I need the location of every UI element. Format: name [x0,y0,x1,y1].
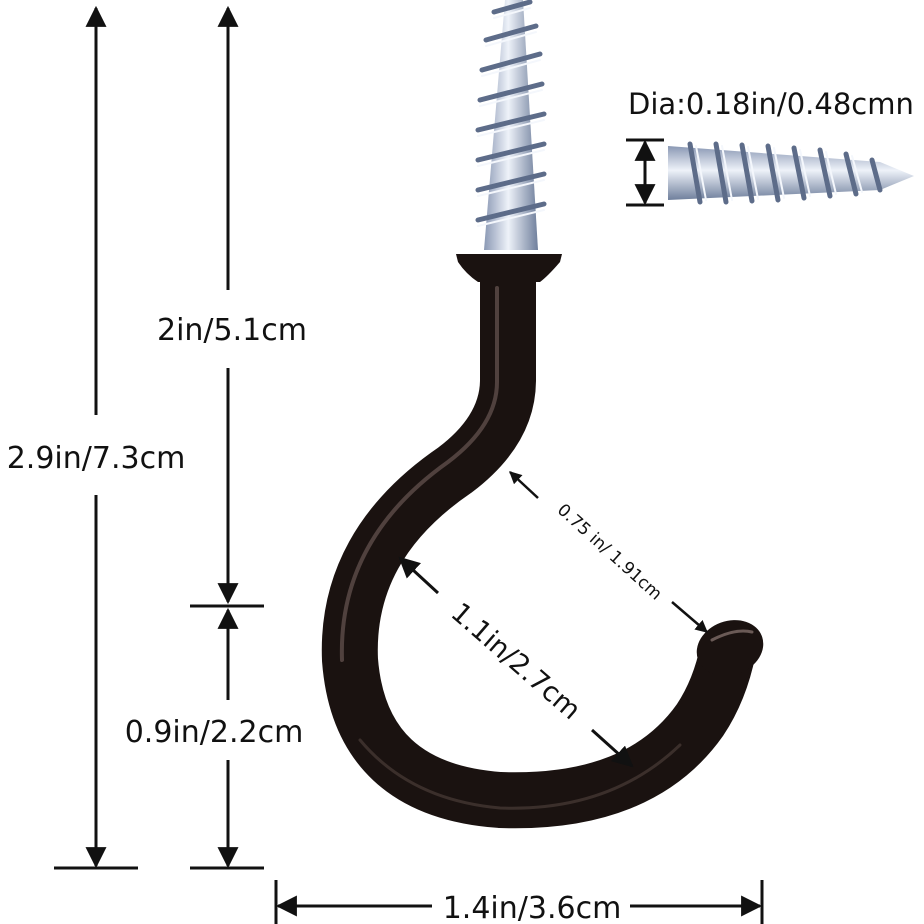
opening-dimension: 0.75 in/ 1.91cm [509,471,708,633]
shank-length-dimension: 2in/5.1cm [157,5,307,608]
screw-thread-icon [475,0,547,250]
thread-diameter-detail: Dia:0.18in/0.48cmn [626,87,914,207]
horizontal-screw-icon [668,141,914,205]
opening-label: 0.75 in/ 1.91cm [553,500,666,604]
total-height-dimension: 2.9in/7.3cm [7,5,186,870]
shank-length-label: 2in/5.1cm [157,313,307,348]
cup-hook-icon [321,254,764,829]
hook-depth-label: 0.9in/2.2cm [125,715,304,750]
total-height-label: 2.9in/7.3cm [7,441,186,476]
inner-diameter-dimension: 1.1in/2.7cm [398,556,634,768]
thread-diameter-label: Dia:0.18in/0.48cmn [628,87,914,121]
inner-diameter-label: 1.1in/2.7cm [445,597,587,726]
total-width-dimension: 1.4in/3.6cm [274,880,764,924]
total-width-label: 1.4in/3.6cm [443,891,622,924]
hook-depth-dimension: 0.9in/2.2cm [125,607,304,870]
